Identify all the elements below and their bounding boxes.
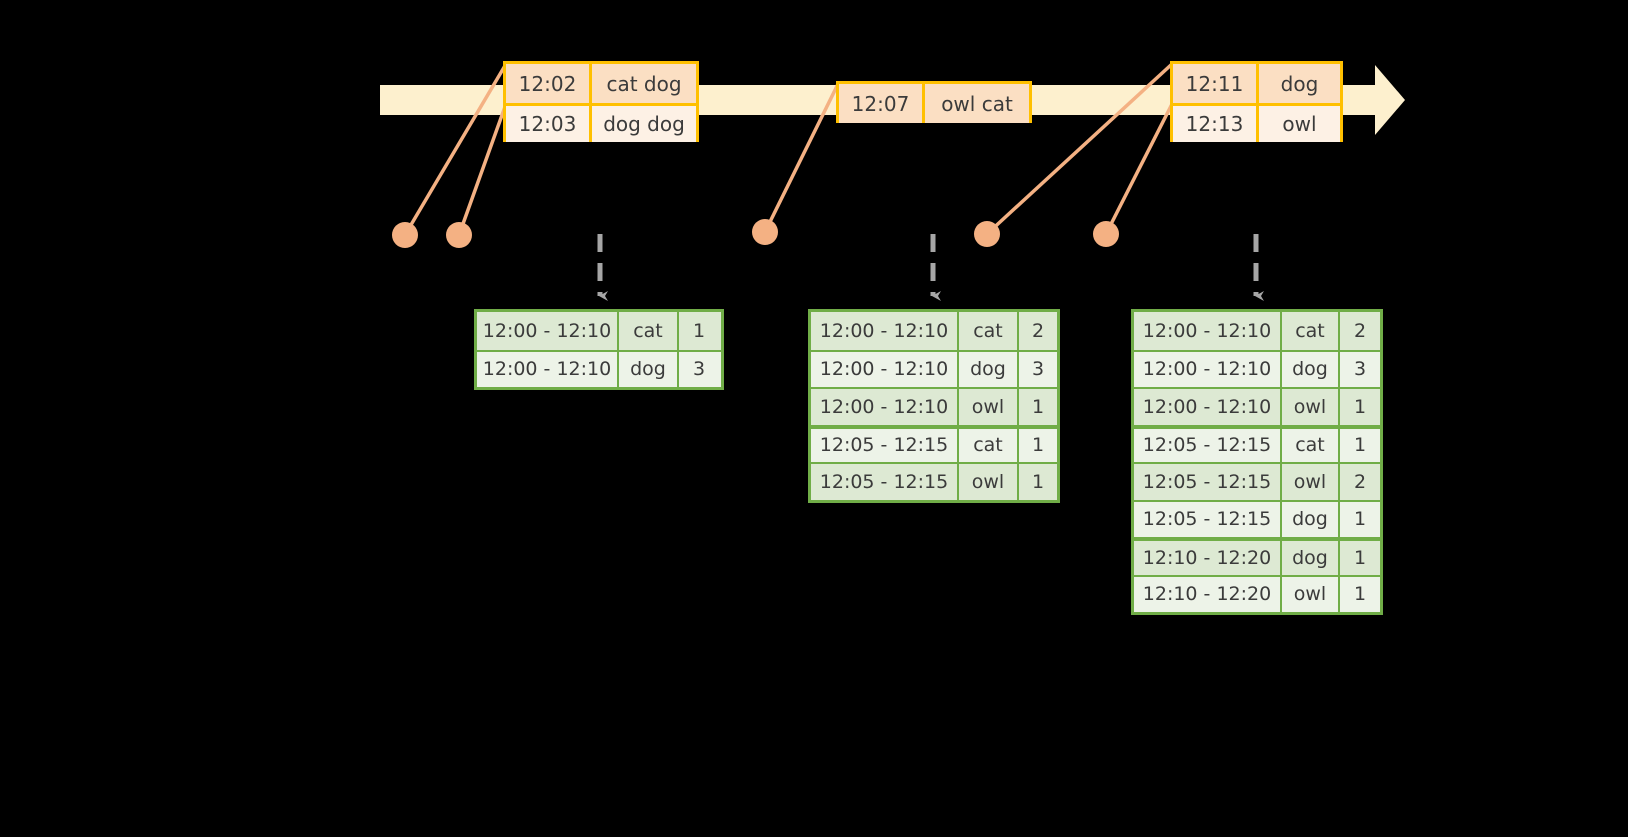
cell-word: cat	[959, 312, 1019, 350]
cell-word: owl	[959, 464, 1019, 500]
event-row: 12:02 cat dog	[506, 64, 696, 103]
cell-count: 2	[1353, 470, 1367, 493]
cell-window: 12:05 - 12:15	[1134, 464, 1282, 500]
event-row: 12:07 owl cat	[839, 84, 1029, 123]
event-box-1[interactable]: 12:02 cat dog 12:03 dog dog	[503, 61, 699, 142]
connector-line-1	[403, 63, 508, 236]
table-row: 12:05 - 12:15 owl 1	[811, 462, 1057, 500]
cell-count: 1	[1031, 434, 1045, 457]
connector-dot-5	[1093, 221, 1119, 247]
event-time: 12:07	[839, 84, 925, 123]
dashed-arrows	[597, 234, 1264, 301]
cell-window: 12:00 - 12:10	[477, 351, 619, 387]
cell-window: 12:00 - 12:10	[811, 351, 959, 387]
cell-window: 12:05 - 12:15	[811, 428, 959, 462]
connector-dots	[392, 219, 1119, 248]
table-row: 12:00 - 12:10 cat 2	[1134, 312, 1380, 350]
cell-word: dog	[1282, 501, 1340, 537]
table-row: 12:10 - 12:20 dog 1	[1134, 537, 1380, 575]
table-row: 12:05 - 12:15 owl 2	[1134, 462, 1380, 500]
cell-count: 1	[1031, 395, 1045, 418]
event-words: dog	[1280, 71, 1319, 96]
cell-count: 2	[1353, 319, 1367, 342]
cell-count: 1	[692, 319, 706, 342]
table-row: 12:00 - 12:10 dog 3	[811, 349, 1057, 387]
cell-window: 12:00 - 12:10	[477, 312, 619, 350]
cell-window: 12:00 - 12:10	[811, 389, 959, 425]
table-row: 12:05 - 12:15 cat 1	[1134, 424, 1380, 462]
event-box-3[interactable]: 12:11 dog 12:13 owl	[1170, 61, 1343, 142]
event-time: 12:13	[1173, 106, 1259, 142]
cell-window: 12:10 - 12:20	[1134, 541, 1282, 575]
event-time: 12:11	[1173, 64, 1259, 103]
connector-line-5	[1104, 103, 1174, 235]
event-words: cat dog	[606, 71, 682, 96]
cell-count: 2	[1031, 319, 1045, 342]
cell-count: 3	[692, 358, 706, 381]
event-row: 12:13 owl	[1173, 103, 1340, 142]
result-table-1: 12:00 - 12:10 cat 1 12:00 - 12:10 dog 3	[474, 309, 724, 390]
cell-word: cat	[959, 428, 1019, 462]
table-row: 12:00 - 12:10 cat 2	[811, 312, 1057, 350]
connector-line-3	[763, 83, 840, 233]
table-row: 12:00 - 12:10 owl 1	[1134, 387, 1380, 425]
cell-count: 1	[1031, 470, 1045, 493]
event-words: dog dog	[603, 112, 685, 136]
cell-window: 12:05 - 12:15	[811, 464, 959, 500]
cell-word: dog	[1282, 541, 1340, 575]
table-row: 12:00 - 12:10 cat 1	[477, 312, 721, 350]
event-time: 12:03	[506, 106, 592, 142]
cell-word: dog	[619, 351, 679, 387]
event-time: 12:02	[506, 64, 592, 103]
cell-count: 1	[1353, 434, 1367, 457]
connector-line-2	[457, 103, 508, 236]
cell-window: 12:00 - 12:10	[811, 312, 959, 350]
cell-window: 12:00 - 12:10	[1134, 312, 1282, 350]
cell-word: owl	[959, 389, 1019, 425]
cell-word: dog	[1282, 351, 1340, 387]
cell-window: 12:05 - 12:15	[1134, 501, 1282, 537]
cell-window: 12:10 - 12:20	[1134, 576, 1282, 612]
connector-dot-4	[974, 221, 1000, 247]
table-row: 12:10 - 12:20 owl 1	[1134, 574, 1380, 612]
connector-dot-3	[752, 219, 778, 245]
cell-count: 1	[1353, 583, 1367, 606]
result-table-2: 12:00 - 12:10 cat 2 12:00 - 12:10 dog 3 …	[808, 309, 1060, 503]
event-row: 12:03 dog dog	[506, 103, 696, 142]
cell-count: 1	[1353, 395, 1367, 418]
cell-word: cat	[1282, 312, 1340, 350]
cell-word: dog	[959, 351, 1019, 387]
cell-word: owl	[1282, 464, 1340, 500]
event-row: 12:11 dog	[1173, 64, 1340, 103]
event-words: owl	[1282, 112, 1317, 136]
cell-window: 12:00 - 12:10	[1134, 351, 1282, 387]
cell-word: owl	[1282, 576, 1340, 612]
event-words: owl cat	[941, 91, 1013, 116]
cell-count: 1	[1353, 546, 1367, 569]
connector-dot-1	[392, 222, 418, 248]
event-box-2[interactable]: 12:07 owl cat	[836, 81, 1032, 123]
cell-count: 3	[1353, 358, 1367, 381]
cell-word: cat	[1282, 428, 1340, 462]
cell-count: 3	[1031, 358, 1045, 381]
table-row: 12:00 - 12:10 owl 1	[811, 387, 1057, 425]
table-row: 12:05 - 12:15 dog 1	[1134, 499, 1380, 537]
cell-count: 1	[1353, 508, 1367, 531]
cell-window: 12:05 - 12:15	[1134, 428, 1282, 462]
result-table-3: 12:00 - 12:10 cat 2 12:00 - 12:10 dog 3 …	[1131, 309, 1383, 615]
table-row: 12:00 - 12:10 dog 3	[1134, 349, 1380, 387]
table-row: 12:05 - 12:15 cat 1	[811, 424, 1057, 462]
cell-window: 12:00 - 12:10	[1134, 389, 1282, 425]
cell-word: cat	[619, 312, 679, 350]
table-row: 12:00 - 12:10 dog 3	[477, 349, 721, 387]
cell-word: owl	[1282, 389, 1340, 425]
connector-dot-2	[446, 222, 472, 248]
